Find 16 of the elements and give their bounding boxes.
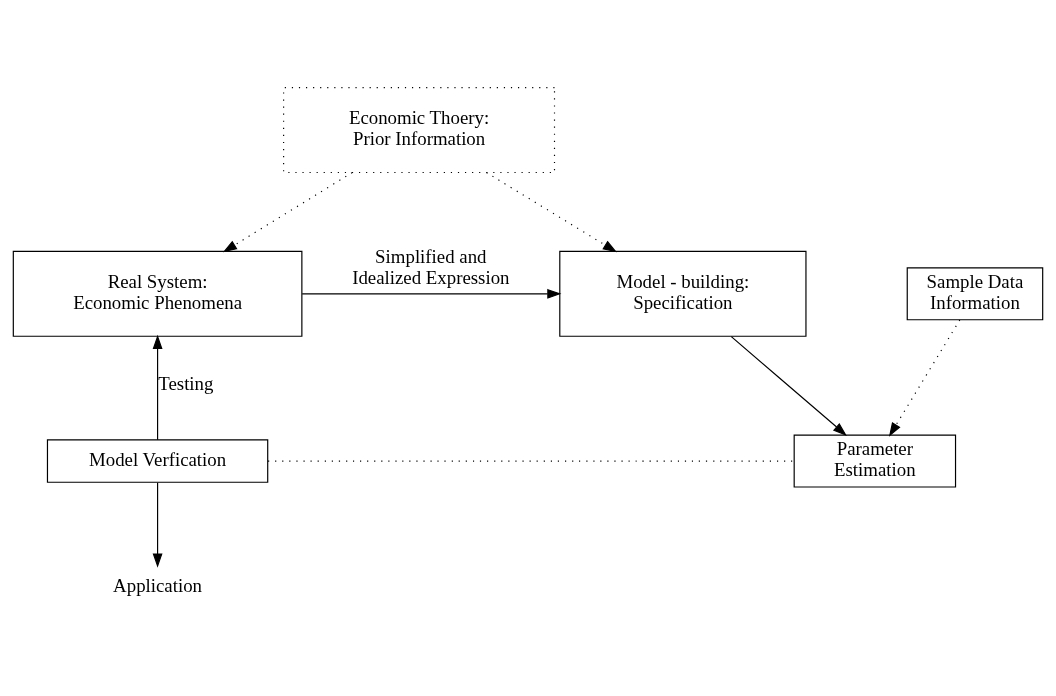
- node-box: Parameter Estimation: [793, 434, 957, 488]
- node-box: Real System: Economic Phenomena: [12, 250, 303, 337]
- arrow: [730, 336, 847, 436]
- node-box: Economic Thoery: Prior Information: [283, 87, 556, 174]
- edge-label: Testing: [158, 373, 214, 395]
- node-text: Application: [113, 574, 203, 596]
- arrow: [301, 288, 562, 299]
- node-box: Model Verfication: [46, 439, 269, 483]
- arrow: [486, 172, 617, 253]
- node-box: Sample Data Information: [906, 267, 1044, 321]
- arrow: [152, 334, 163, 441]
- arrow: [222, 172, 353, 253]
- node-box: Model - building: Specification: [559, 250, 807, 337]
- arrow: [888, 319, 961, 437]
- arrow: [152, 482, 163, 568]
- edge-label: Simplified and Idealized Expression: [352, 245, 510, 289]
